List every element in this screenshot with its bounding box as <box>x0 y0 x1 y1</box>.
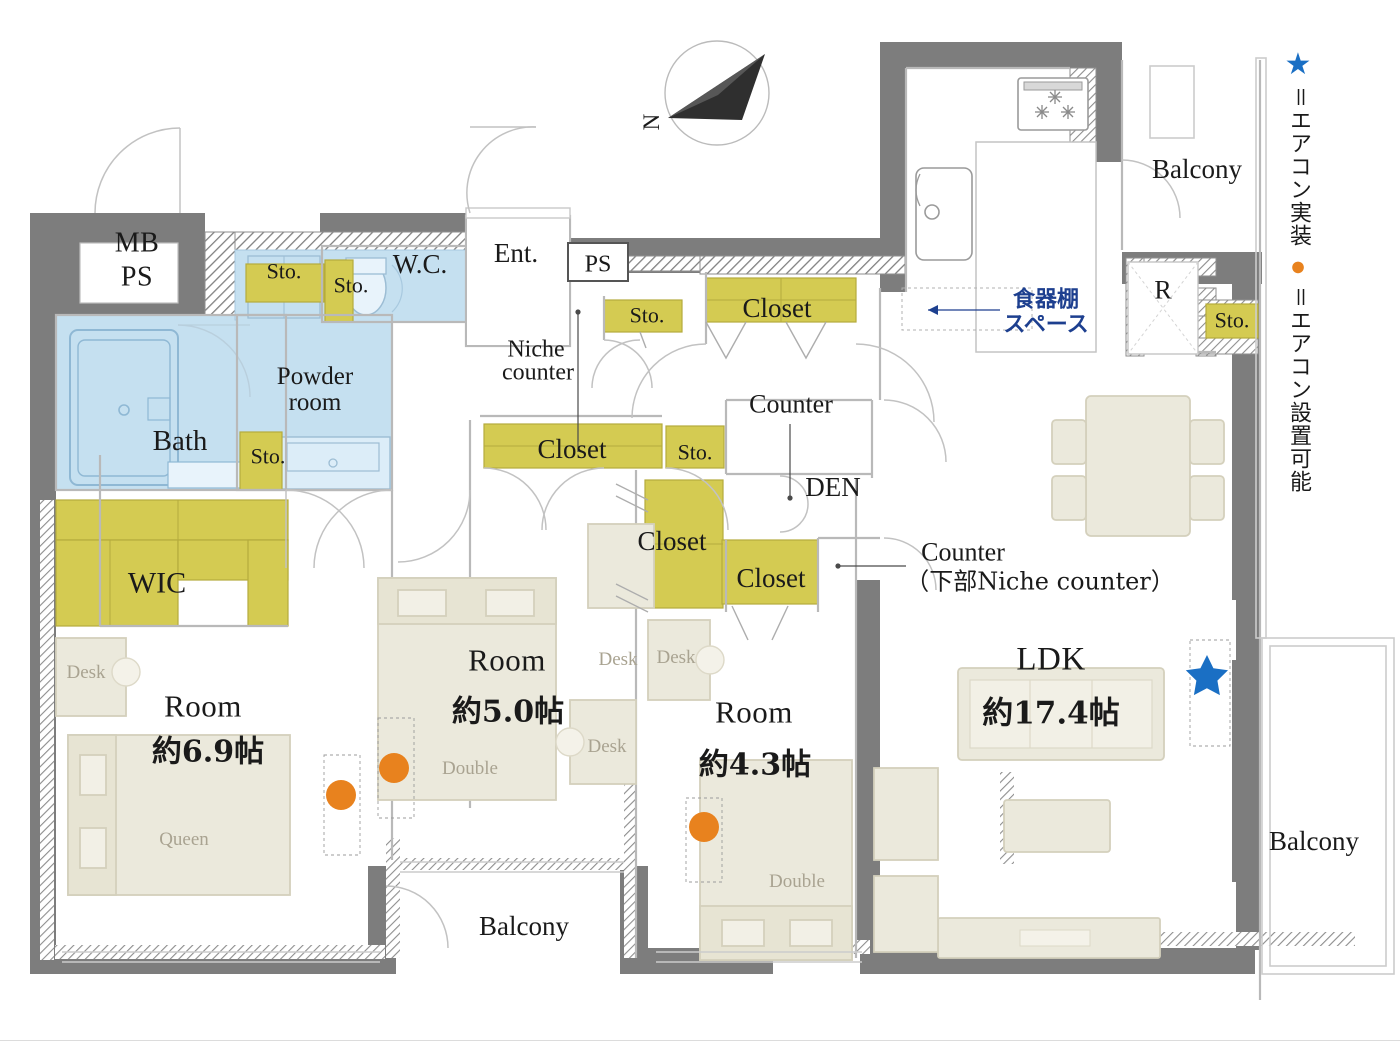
storage-blocks <box>55 259 1259 627</box>
label-bath: Bath <box>152 424 208 457</box>
label-desk-4: Desk <box>656 647 696 669</box>
label-cupboard-space-1: 食器棚 <box>1012 286 1080 313</box>
label-powder-2: room <box>288 388 342 416</box>
sto-powder-block <box>239 431 283 491</box>
footer-divider <box>0 1040 1400 1041</box>
side-shelf <box>873 767 939 861</box>
dining-chair <box>1189 419 1225 465</box>
label-ldk-area: 約17.4帖 <box>982 695 1120 732</box>
legend-eq-1: ＝ <box>1286 86 1311 109</box>
label-niche-counter-2: counter <box>502 359 574 386</box>
label-sto-hall: Sto. <box>677 439 713 465</box>
compass-icon <box>664 40 770 146</box>
door-swings <box>94 126 1181 949</box>
shaft-boxes <box>79 242 629 304</box>
compass-north-label: N <box>638 113 664 131</box>
label-counter-den: Counter <box>749 389 833 419</box>
closet-small-block <box>721 539 819 605</box>
kitchen-fixtures <box>901 77 1199 355</box>
label-niche-counter-1: Niche <box>507 336 565 363</box>
sto-wc-right-block <box>324 259 354 323</box>
label-room-50-name: Room <box>468 642 546 678</box>
label-desk-3: Desk <box>598 649 638 671</box>
sink-icon <box>915 167 973 261</box>
label-room-50-area: 約5.0帖 <box>451 694 565 730</box>
sto-hall-block <box>665 425 725 469</box>
wic-block-a <box>55 499 289 541</box>
dot-marker-room50 <box>379 753 409 783</box>
coffee-table <box>1003 799 1111 853</box>
label-mb: MB <box>114 227 160 259</box>
legend-label-1: エアコン実装 <box>1286 109 1311 247</box>
label-ps: PS <box>584 251 612 278</box>
label-refrigerator: R <box>1154 275 1172 305</box>
stove-icon <box>1017 77 1089 131</box>
label-ent: Ent. <box>493 237 539 268</box>
legend: ★ ＝エアコン実装 ● ＝エアコン設置可能 <box>1268 48 1328 494</box>
label-sto-powder: Sto. <box>250 443 286 469</box>
label-wc: W.C. <box>392 248 448 279</box>
star-marker-ldk <box>1185 655 1228 696</box>
leader-lines <box>575 305 1000 569</box>
aircon-markers <box>323 639 1231 883</box>
closet-door-ticks <box>615 321 827 641</box>
circle-icon: ● <box>1289 251 1307 281</box>
legend-eq-2: ＝ <box>1286 286 1311 309</box>
dining-chair <box>1189 475 1225 521</box>
label-bed-double-2: Double <box>769 871 825 893</box>
label-desk-2: Desk <box>587 736 627 758</box>
sto-wc-left-block <box>245 263 325 303</box>
wic-block-d <box>247 539 289 627</box>
label-bed-queen: Queen <box>159 829 209 851</box>
storage-shelf-lines <box>56 278 856 626</box>
window-rails <box>62 57 1395 975</box>
label-room-43-name: Room <box>715 694 793 730</box>
star-icon: ★ <box>1284 48 1312 81</box>
dining-chair <box>1051 475 1087 521</box>
label-den: DEN <box>805 471 861 502</box>
label-sto-kitchen: Sto. <box>1214 307 1250 333</box>
wic-block-b <box>55 539 179 627</box>
label-cupboard-space-2: スペース <box>1003 311 1089 338</box>
label-closet-top: Closet <box>742 292 812 323</box>
label-ps-mb: PS <box>120 261 154 293</box>
label-room-69-area: 約6.9帖 <box>151 734 265 770</box>
legend-text-star: ＝エアコン実装 <box>1286 86 1311 247</box>
label-bed-double-1: Double <box>442 758 498 780</box>
label-desk-1: Desk <box>66 662 106 684</box>
label-closet-mid: Closet <box>637 525 707 556</box>
legend-text-circle: ＝エアコン設置可能 <box>1286 286 1311 493</box>
desk-3 <box>587 523 655 609</box>
legend-label-2: エアコン設置可能 <box>1286 309 1311 493</box>
label-counter-niche-1: Counter <box>921 537 1005 567</box>
dining-table <box>1085 395 1191 537</box>
interior-walls <box>54 60 1262 1000</box>
dot-marker-room69 <box>326 780 356 810</box>
label-balcony-kitchen: Balcony <box>1152 153 1242 184</box>
label-sto-ent: Sto. <box>629 302 665 328</box>
label-closet-small: Closet <box>736 562 806 593</box>
entrance-box <box>465 207 571 347</box>
label-closet-hall: Closet <box>537 433 607 464</box>
label-ldk-name: LDK <box>1016 641 1086 678</box>
label-room-43-area: 約4.3帖 <box>698 747 812 783</box>
side-shelf <box>873 875 939 953</box>
label-powder-1: Powder <box>276 362 354 390</box>
label-balcony-east: Balcony <box>1269 825 1359 856</box>
dot-marker-room43 <box>689 812 719 842</box>
sto-kitchen-block <box>1205 303 1259 339</box>
label-balcony-south: Balcony <box>479 910 569 941</box>
label-sto-wc-left: Sto. <box>266 258 302 284</box>
dining-chair <box>1051 419 1087 465</box>
label-room-69-name: Room <box>164 688 242 724</box>
furniture-layer <box>55 395 1225 961</box>
label-wic: WIC <box>127 566 187 600</box>
label-sto-wc-right: Sto. <box>333 272 369 298</box>
label-counter-niche-2: （下部Niche counter） <box>905 567 1175 596</box>
